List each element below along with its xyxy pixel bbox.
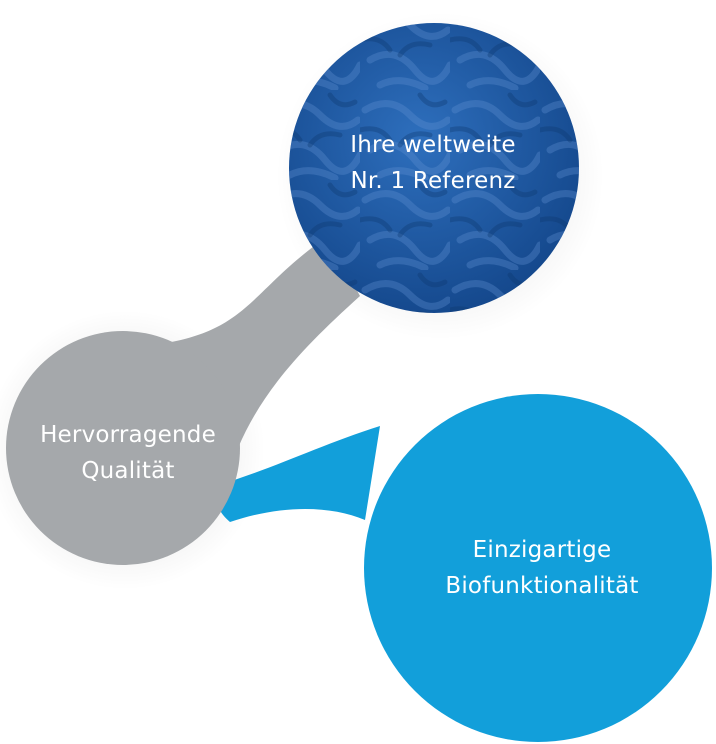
left-circle-label-line1: Hervorragende [40, 422, 216, 448]
right-circle [364, 394, 712, 742]
top-circle-label-line2: Nr. 1 Referenz [350, 168, 516, 194]
top-circle-label-line1: Ihre weltweite [350, 132, 516, 158]
top-circle-texture [289, 23, 579, 313]
left-circle-label-line2: Qualität [81, 458, 175, 484]
connector-blue [215, 426, 380, 522]
right-circle-label-line2: Biofunktionalität [445, 573, 639, 599]
left-circle [6, 331, 240, 565]
left-circle-label: Hervorragende Qualität [18, 417, 238, 489]
top-circle-label: Ihre weltweite Nr. 1 Referenz [298, 127, 568, 199]
right-circle-label: Einzigartige Biofunktionalität [382, 532, 702, 604]
right-circle-label-line1: Einzigartige [472, 537, 612, 563]
